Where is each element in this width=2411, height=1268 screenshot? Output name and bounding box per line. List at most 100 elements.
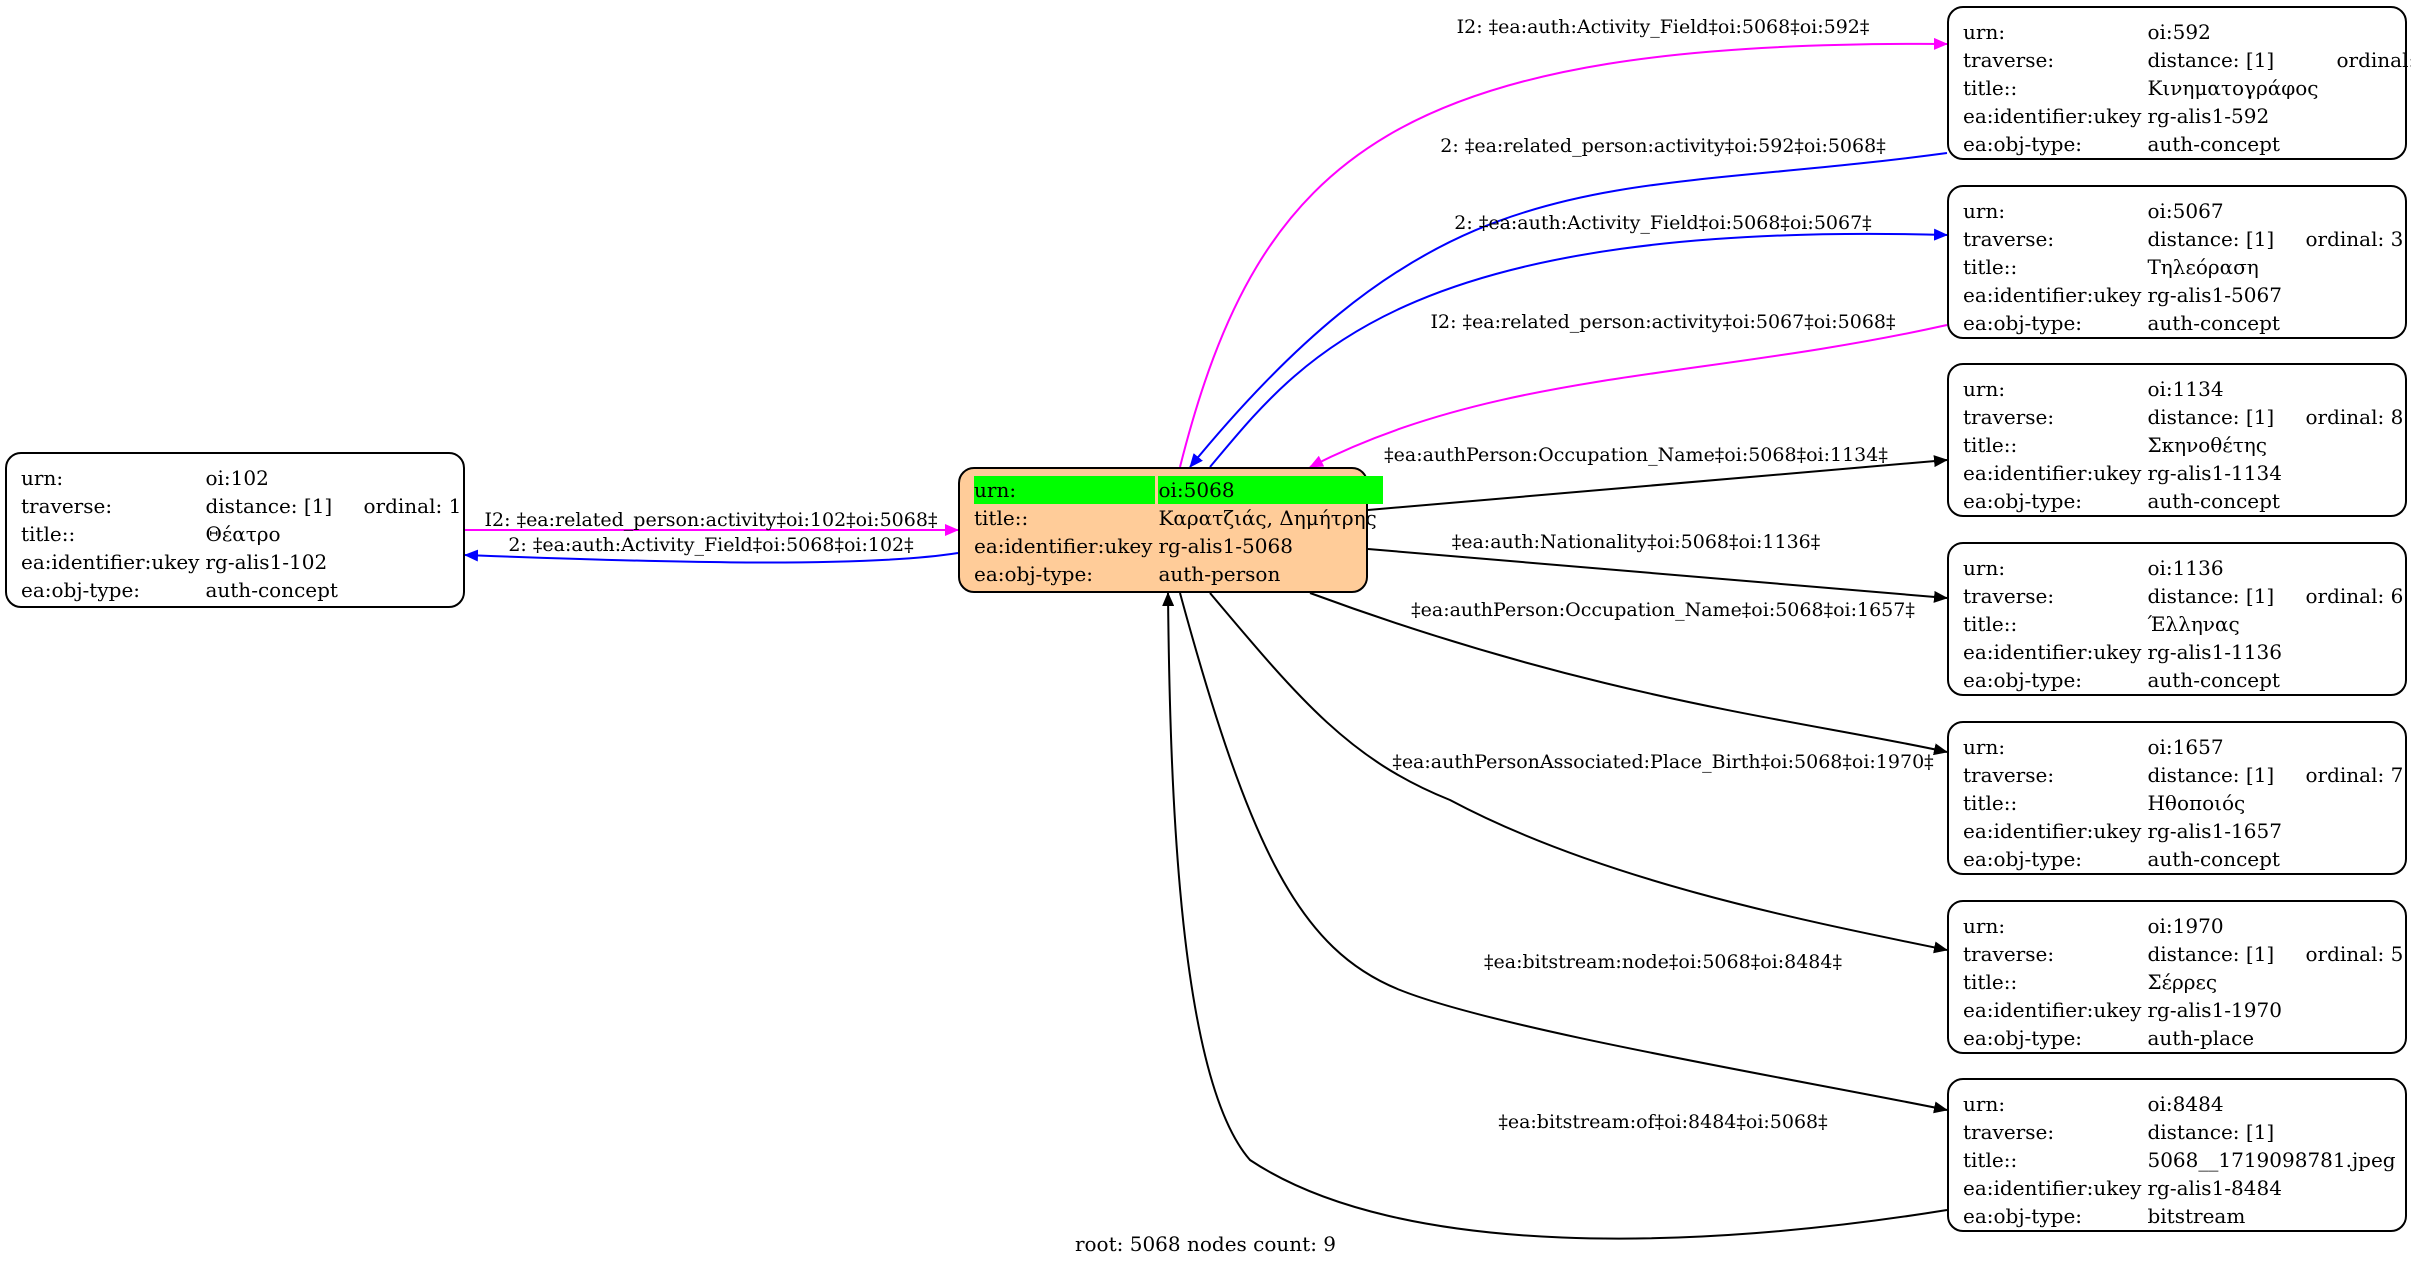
traverse-value: distance: [1] xyxy=(2147,48,2275,72)
urn-value: oi:1657 xyxy=(2147,735,2224,759)
ukey-value: rg-alis1-1657 xyxy=(2147,819,2282,843)
traverse-value: distance: [1] xyxy=(2147,763,2275,787)
edge-path xyxy=(1209,592,1948,954)
edge-path xyxy=(1309,324,1948,468)
title-label: title:: xyxy=(1963,76,2018,100)
edge-label: ‡ea:auth:Nationality‡oi:5068‡oi:1136‡ xyxy=(1452,531,1821,553)
title-label: title:: xyxy=(1963,791,2018,815)
title-value: 5068__1719098781.jpeg xyxy=(2147,1148,2396,1172)
root-type-value: auth-person xyxy=(1158,562,1281,586)
edge-path xyxy=(1189,152,1948,468)
node-oi-1657[interactable]: urn: oi:1657 traverse: distance: [1] ordinal… xyxy=(1947,721,2407,875)
edge-label: ‡ea:authPerson:Occupation_Name‡oi:5068‡o… xyxy=(1411,599,1915,621)
urn-value: oi:8484 xyxy=(2147,1092,2224,1116)
type-label: ea:obj-type: xyxy=(1963,1026,2083,1050)
root-node[interactable]: urn: oi:5068 title:: Καρατζιάς, Δημήτρης… xyxy=(958,467,1383,593)
type-label: ea:obj-type: xyxy=(1963,1204,2083,1228)
type-label: ea:obj-type: xyxy=(1963,489,2083,513)
title-label: title:: xyxy=(1963,255,2018,279)
type-value: auth-concept xyxy=(2147,668,2280,692)
title-value: Έλληνας xyxy=(2147,612,2240,636)
edge-label: ‡ea:authPerson:Occupation_Name‡oi:5068‡o… xyxy=(1384,444,1888,466)
edge-label: ‡ea:bitstream:of‡oi:8484‡oi:5068‡ xyxy=(1498,1111,1827,1133)
edge-path xyxy=(1162,592,1948,1240)
ordinal-value: ordinal: 3 xyxy=(2305,227,2404,251)
edge-path xyxy=(1209,228,1948,468)
edge-path xyxy=(1367,548,1948,603)
type-value: auth-concept xyxy=(2147,311,2280,335)
title-value: Σκηνοθέτης xyxy=(2147,433,2267,457)
urn-label: urn: xyxy=(1963,377,2006,401)
edge-path xyxy=(464,549,959,564)
traverse-label: traverse: xyxy=(1963,48,2055,72)
traverse-value: distance: [1] xyxy=(2147,1120,2275,1144)
ukey-label: ea:identifier:ukey xyxy=(1963,998,2142,1022)
edge-path xyxy=(1367,455,1948,511)
urn-value: oi:5067 xyxy=(2147,199,2224,223)
traverse-label: traverse: xyxy=(1963,763,2055,787)
root-ukey-value: rg-alis1-5068 xyxy=(1158,534,1293,558)
urn-value: oi:1970 xyxy=(2147,914,2224,938)
root-urn-value: oi:5068 xyxy=(1158,476,1383,504)
type-label: ea:obj-type: xyxy=(21,578,141,602)
traverse-label: traverse: xyxy=(1963,227,2055,251)
edge-label: I2: ‡ea:auth:Activity_Field‡oi:5068‡oi:5… xyxy=(1457,16,1870,38)
urn-label: urn: xyxy=(1963,735,2006,759)
title-label: title:: xyxy=(1963,970,2018,994)
traverse-label: traverse: xyxy=(1963,405,2055,429)
edges xyxy=(464,37,1948,1240)
traverse-value: distance: [1] xyxy=(2147,942,2275,966)
title-label: title:: xyxy=(1963,1148,2018,1172)
urn-value: oi:102 xyxy=(205,466,269,490)
edge-label: I2: ‡ea:related_person:activity‡oi:102‡o… xyxy=(485,509,938,531)
type-label: ea:obj-type: xyxy=(1963,668,2083,692)
title-value: Θέατρο xyxy=(205,522,281,546)
title-label: title:: xyxy=(1963,612,2018,636)
type-value: bitstream xyxy=(2147,1204,2246,1228)
title-value: Σέρρες xyxy=(2147,970,2218,994)
title-label: title:: xyxy=(1963,433,2018,457)
type-value: auth-concept xyxy=(2147,847,2280,871)
ukey-value: rg-alis1-1970 xyxy=(2147,998,2282,1022)
type-label: ea:obj-type: xyxy=(1963,132,2083,156)
title-value: Κινηματογράφος xyxy=(2147,76,2319,100)
ukey-value: rg-alis1-592 xyxy=(2147,104,2270,128)
root-title-value: Καρατζιάς, Δημήτρης xyxy=(1158,506,1377,530)
edge-path xyxy=(1179,37,1948,468)
traverse-label: traverse: xyxy=(1963,584,2055,608)
ukey-value: rg-alis1-1134 xyxy=(2147,461,2282,485)
edge-label: 2: ‡ea:auth:Activity_Field‡oi:5068‡oi:50… xyxy=(1454,212,1871,234)
ukey-label: ea:identifier:ukey xyxy=(21,550,200,574)
ordinal-value: ordinal: 1 xyxy=(363,494,462,518)
traverse-value: distance: [1] xyxy=(2147,227,2275,251)
ordinal-value: ordinal: 7 xyxy=(2305,763,2404,787)
ordinal-value: ordinal: 2 xyxy=(2336,48,2411,72)
ukey-value: rg-alis1-102 xyxy=(205,550,328,574)
ukey-label: ea:identifier:ukey xyxy=(1963,819,2142,843)
root-urn-label: urn: xyxy=(974,476,1159,504)
traverse-label: traverse: xyxy=(1963,1120,2055,1144)
traverse-label: traverse: xyxy=(21,494,113,518)
type-value: auth-concept xyxy=(205,578,338,602)
edge-label: 2: ‡ea:related_person:activity‡oi:592‡oi… xyxy=(1440,135,1885,157)
ukey-label: ea:identifier:ukey xyxy=(1963,640,2142,664)
urn-value: oi:592 xyxy=(2147,20,2211,44)
ukey-label: ea:identifier:ukey xyxy=(1963,104,2142,128)
type-value: auth-concept xyxy=(2147,489,2280,513)
type-label: ea:obj-type: xyxy=(1963,311,2083,335)
traverse-label: traverse: xyxy=(1963,942,2055,966)
urn-value: oi:1136 xyxy=(2147,556,2224,580)
edge-labels: I2: ‡ea:related_person:activity‡oi:102‡o… xyxy=(485,16,1934,1133)
ukey-value: rg-alis1-5067 xyxy=(2147,283,2282,307)
title-label: title:: xyxy=(21,522,76,546)
ukey-value: rg-alis1-1136 xyxy=(2147,640,2282,664)
ukey-label: ea:identifier:ukey xyxy=(1963,283,2142,307)
